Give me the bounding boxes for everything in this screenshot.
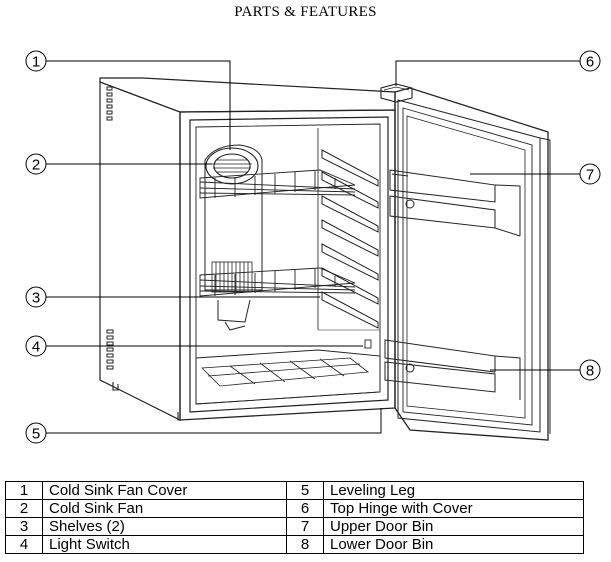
table-row: 3 Shelves (2) 7 Upper Door Bin (5, 517, 584, 536)
part-number: 1 (5, 481, 43, 500)
part-number: 3 (5, 517, 43, 536)
lower-shelf (199, 267, 356, 297)
lower-door-bin (384, 339, 521, 400)
part-label: Leveling Leg (323, 481, 584, 500)
callout-6: 6 (586, 54, 594, 71)
table-row: 4 Light Switch 8 Lower Door Bin (5, 535, 584, 554)
part-number: 5 (286, 481, 324, 500)
part-label: Top Hinge with Cover (323, 499, 584, 518)
part-number: 7 (286, 517, 324, 536)
part-label: Cold Sink Fan Cover (42, 481, 287, 500)
callout-7: 7 (586, 167, 594, 184)
upper-door-bin (389, 169, 521, 237)
part-label: Light Switch (42, 535, 287, 554)
part-number: 6 (286, 499, 324, 518)
part-number: 8 (286, 535, 324, 554)
callout-circles (25, 50, 601, 444)
fan-assembly (204, 144, 263, 331)
part-label: Shelves (2) (42, 517, 287, 536)
part-number: 2 (5, 499, 43, 518)
upper-shelf (199, 169, 356, 199)
page-title: PARTS & FEATURES (234, 4, 377, 20)
table-row: 2 Cold Sink Fan 6 Top Hinge with Cover (5, 499, 584, 518)
callout-2: 2 (32, 157, 40, 174)
callout-3: 3 (32, 290, 40, 307)
table-row: 1 Cold Sink Fan Cover 5 Leveling Leg (5, 481, 584, 500)
refrigerator-diagram: 1 2 3 4 5 6 7 8 (25, 50, 601, 444)
part-label: Lower Door Bin (323, 535, 584, 554)
callout-1: 1 (32, 54, 40, 71)
part-number: 4 (5, 535, 43, 554)
door (380, 83, 551, 441)
callout-8: 8 (586, 363, 594, 380)
parts-legend-table: 1 Cold Sink Fan Cover 5 Leveling Leg 2 C… (5, 481, 584, 554)
part-label: Cold Sink Fan (42, 499, 287, 518)
part-label: Upper Door Bin (323, 517, 584, 536)
cabinet (99, 77, 396, 421)
callout-5: 5 (32, 426, 40, 443)
callout-4: 4 (32, 339, 40, 356)
